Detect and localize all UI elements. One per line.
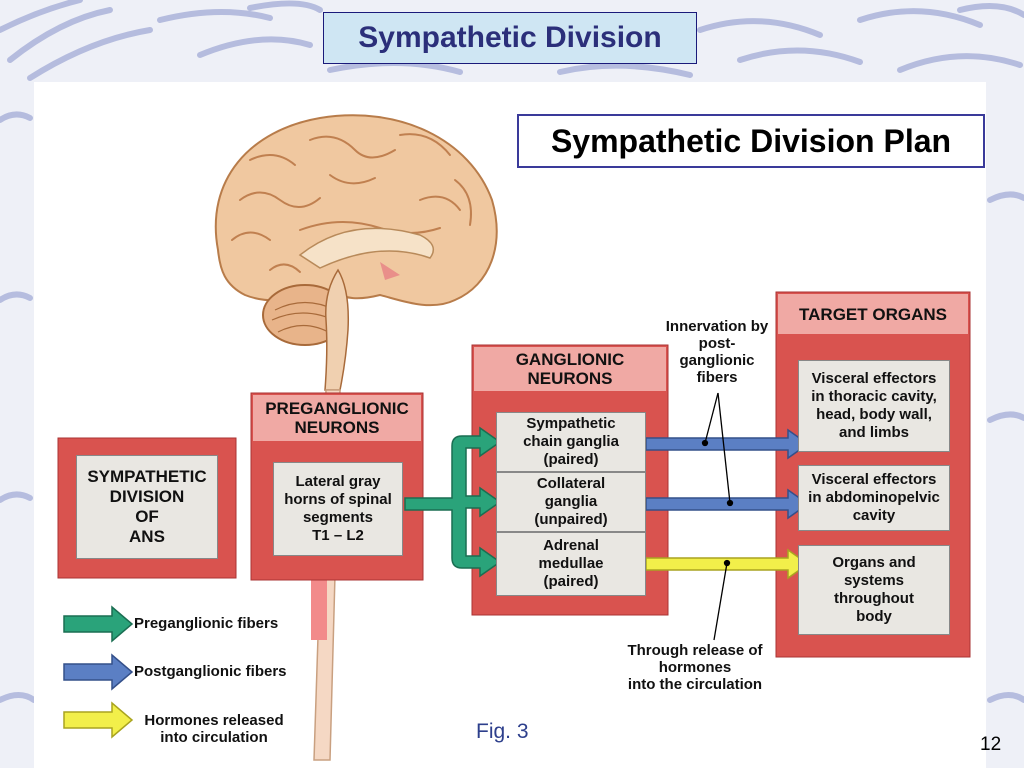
legend-label-postganglionic: Postganglionic fibers [134,663,287,680]
preganglionic-arrows [404,426,502,578]
division-box: SYMPATHETIC DIVISION OF ANS [76,455,218,559]
target-item-abdominopelvic: Visceral effectors in abdominopelvic cav… [798,465,950,531]
target-item-thoracic: Visceral effectors in thoracic cavity, h… [798,360,950,452]
diagram-title: Sympathetic Division Plan [517,114,985,168]
ganglionic-item-adrenal: Adrenal medullae (paired) [496,532,646,596]
figure-caption: Fig. 3 [476,720,529,743]
legend-label-preganglionic: Preganglionic fibers [134,615,279,632]
ganglionic-header: GANGLIONIC NEURONS [474,347,666,391]
legend-arrows [63,605,134,739]
spinal-segment-marker [311,580,327,640]
ganglionic-item-sympathetic-chain: Sympathetic chain ganglia (paired) [496,412,646,472]
target-item-body: Organs and systems throughout body [798,545,950,635]
annotation-pointers [701,392,734,641]
hormones-annotation: Through release of hormones into the cir… [627,642,763,693]
preganglionic-header: PREGANGLIONIC NEURONS [253,395,421,441]
slide-title: Sympathetic Division [323,12,697,64]
preganglionic-content: Lateral gray horns of spinal segments T1… [273,462,403,556]
innervation-annotation: Innervation by post- ganglionic fibers [665,318,769,386]
ganglionic-item-collateral: Collateral ganglia (unpaired) [496,472,646,532]
page-number: 12 [980,734,1002,755]
legend-label-hormones: Hormones released into circulation [144,712,284,746]
targets-header: TARGET ORGANS [778,294,968,334]
brain-illustration [214,114,498,391]
